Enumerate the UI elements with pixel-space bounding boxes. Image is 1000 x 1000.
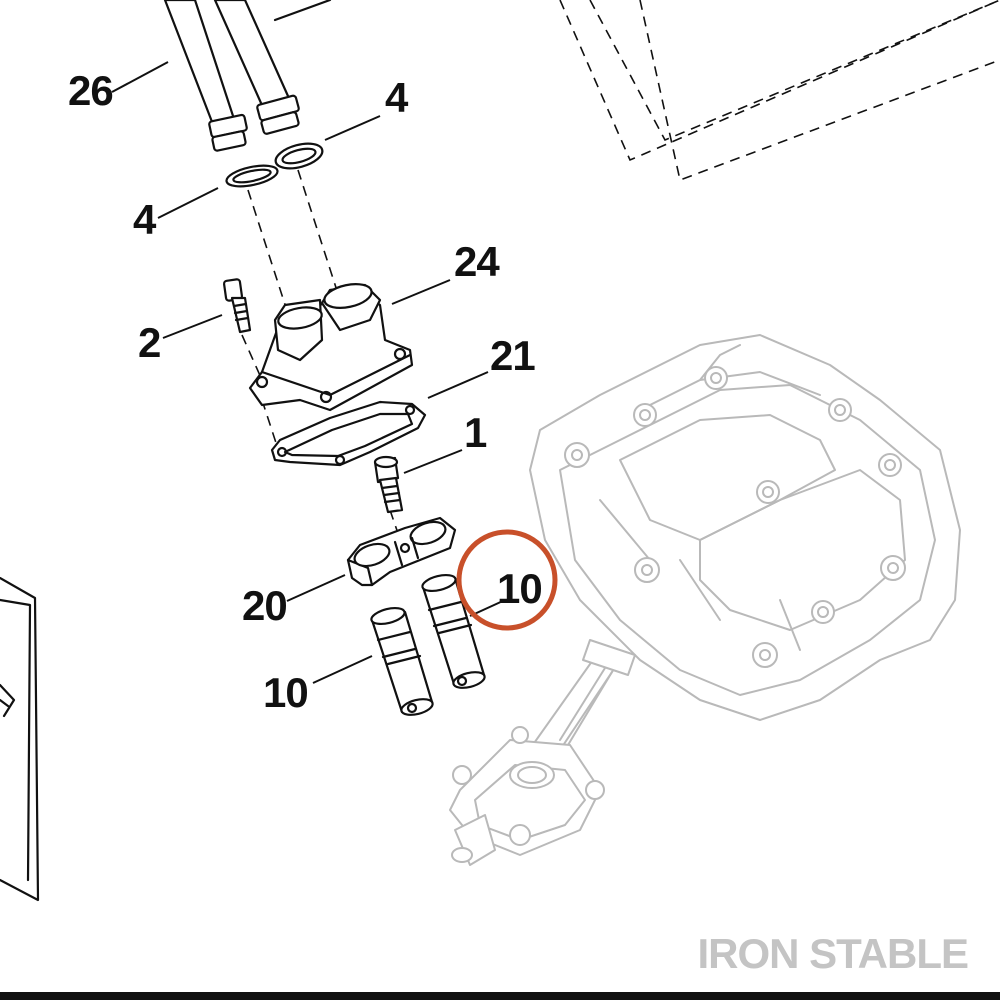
ghosted-pushrod-tube-assembly [449, 639, 636, 866]
callout-24: 24 [454, 238, 500, 285]
assembly-centerlines [241, 169, 403, 546]
callout-1: 1 [464, 409, 487, 456]
o-rings [225, 142, 324, 188]
callout-26: 26 [68, 67, 113, 114]
hydraulic-lifter-left [370, 606, 434, 716]
callout-4-lower: 4 [133, 196, 157, 243]
brand-watermark: IRON STABLE [697, 930, 968, 977]
anti-rotation-block [346, 516, 457, 587]
anti-rotation-bolt [373, 455, 404, 514]
callout-10-lower: 10 [263, 669, 308, 716]
cover-gasket [270, 400, 427, 467]
callout-2: 2 [138, 319, 160, 366]
callout-21: 21 [490, 332, 535, 379]
cover-screw [222, 278, 252, 334]
hydraulic-lifter-right [421, 573, 486, 689]
callout-10-highlight: 10 [497, 565, 542, 612]
callout-20: 20 [242, 582, 287, 629]
pushrod-tubes [163, 0, 332, 152]
partial-box-left-edge [0, 576, 40, 902]
bottom-border-bar [0, 992, 1000, 1000]
dashed-reference-frame [559, 0, 1000, 182]
highlight-ring [456, 529, 558, 631]
callout-4-upper: 4 [385, 74, 409, 121]
tappet-cover [248, 283, 414, 412]
ghosted-rocker-cover [529, 334, 961, 721]
